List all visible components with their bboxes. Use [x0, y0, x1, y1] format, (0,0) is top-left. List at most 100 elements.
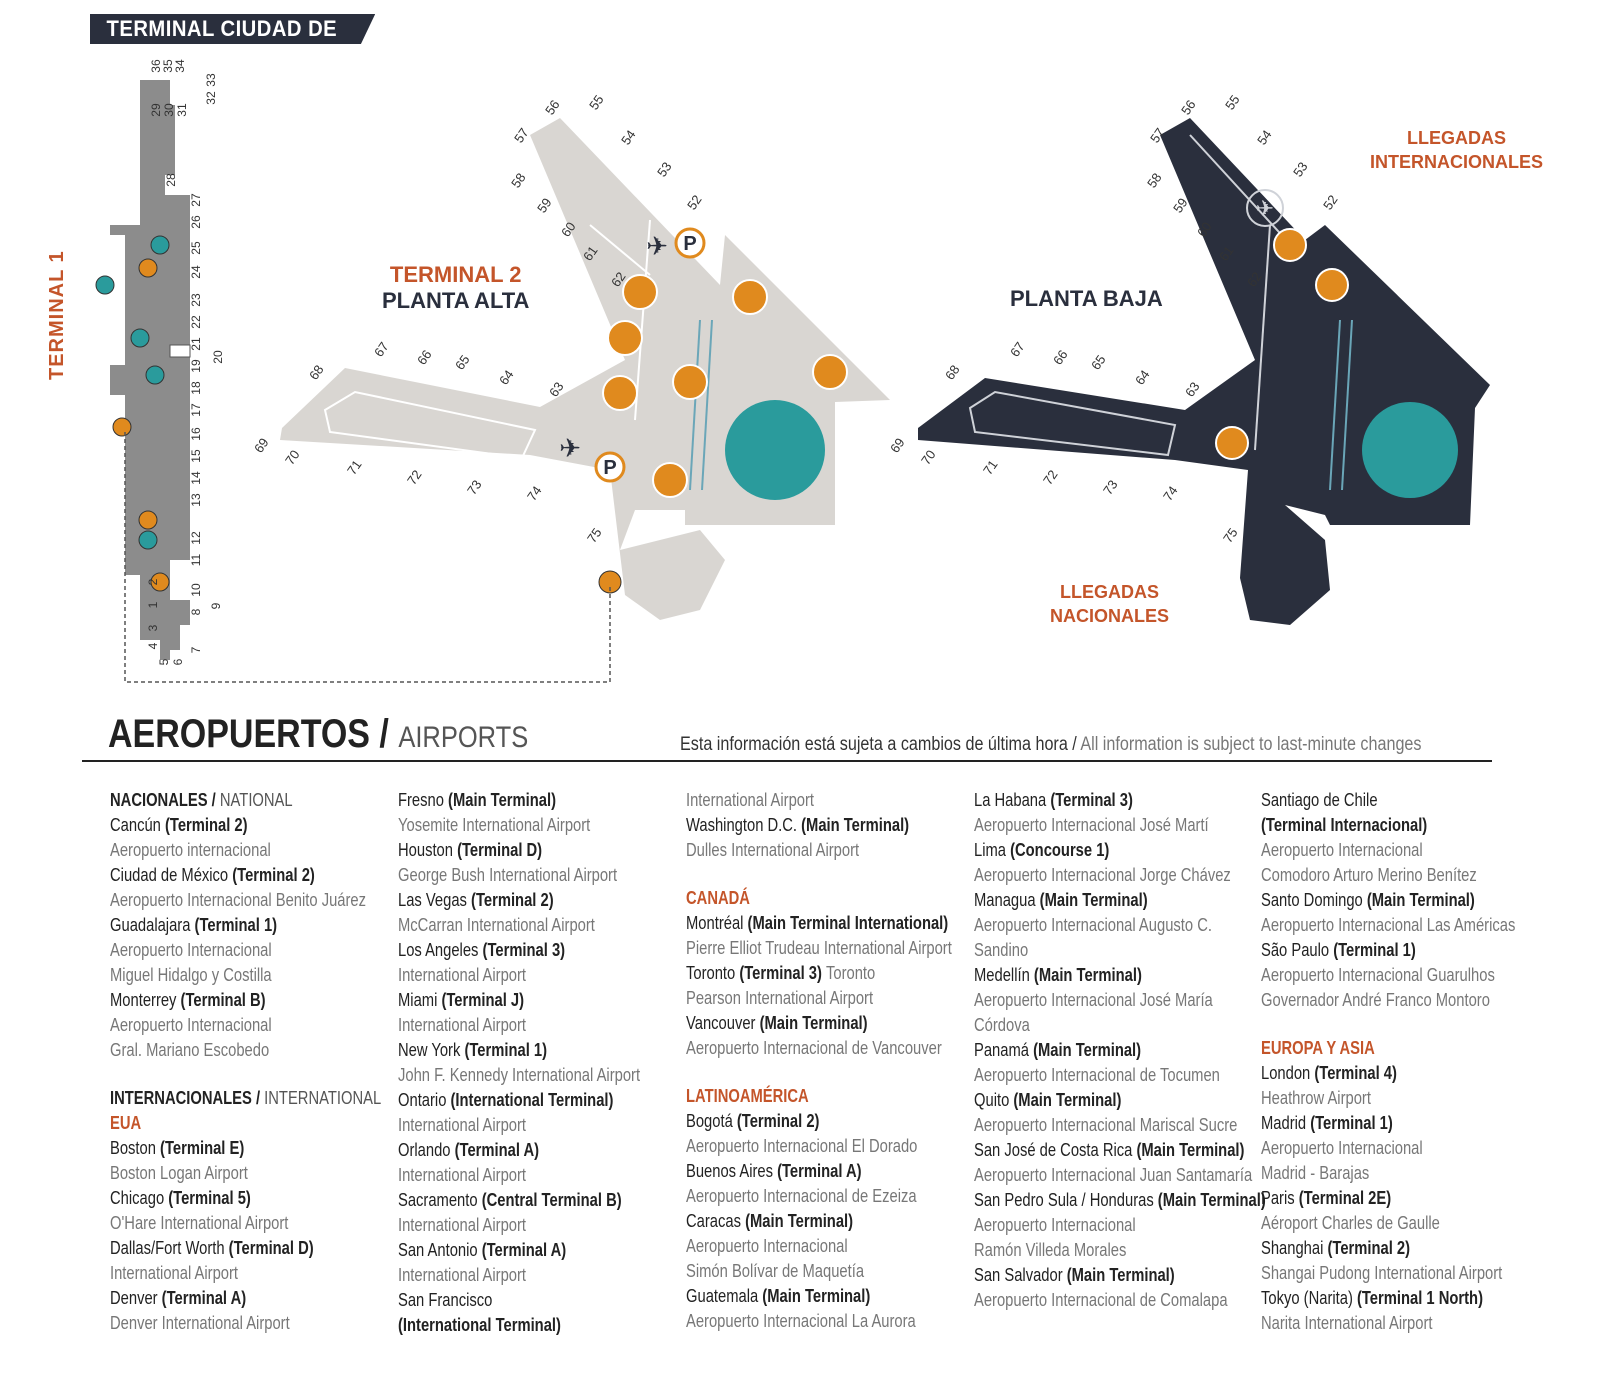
terminal-name: (Terminal 2) — [471, 890, 554, 910]
city-entry: La Habana (Terminal 3) — [974, 788, 1204, 813]
gate-label: 33 — [204, 73, 218, 87]
city-entry: Chicago (Terminal 5) — [110, 1186, 340, 1211]
service-icon — [138, 258, 158, 278]
terminal-name: (Main Terminal) — [1033, 1040, 1142, 1060]
airport-name: Yosemite International Airport — [398, 815, 591, 835]
llegadas-internacionales-label: LLEGADAS INTERNACIONALES — [1370, 126, 1543, 174]
gate-label: 68 — [942, 362, 963, 382]
city-name: Montréal — [686, 913, 748, 933]
gate-label: 34 — [173, 59, 187, 73]
parking-label: P — [683, 233, 696, 255]
airport-name: International Airport — [398, 1165, 526, 1185]
terminal-name: (Main Terminal) — [762, 1286, 871, 1306]
terminal-name: (Terminal 4) — [1314, 1063, 1397, 1083]
gate-label: 56 — [1178, 97, 1199, 117]
terminal-name: (Main Terminal) — [1366, 890, 1475, 910]
terminal-1-gate-20-notch — [169, 344, 191, 358]
airport-name: Aeropuerto Internacional — [686, 1236, 848, 1256]
gate-label: 21 — [189, 337, 203, 351]
terminal-name: (Terminal 1 North) — [1356, 1288, 1483, 1308]
service-icon — [812, 354, 848, 390]
gate-label: 72 — [404, 467, 425, 487]
city-entry: Madrid (Terminal 1) — [1261, 1111, 1491, 1136]
city-entry: Las Vegas (Terminal 2) — [398, 888, 628, 913]
terminal-name: (Main Terminal International) — [747, 913, 949, 933]
gate-label: 69 — [887, 435, 908, 455]
gate-label: 60 — [558, 219, 579, 239]
gate-label: 28 — [164, 173, 178, 187]
terminal-2-lower-icons — [1215, 228, 1349, 460]
city-entry: Houston (Terminal D) — [398, 838, 628, 863]
city-name: Lima — [974, 840, 1011, 860]
city-entry: Denver (Terminal A) — [110, 1286, 340, 1311]
terminal-name: (Terminal 3) — [482, 940, 566, 960]
city-name: Bogotá — [686, 1111, 737, 1131]
airport-column-5: Santiago de Chile(Terminal Internacional… — [1261, 788, 1541, 1336]
city-entry: (International Terminal) — [398, 1313, 628, 1338]
city-name: San Salvador — [974, 1265, 1067, 1285]
airport-name: McCarran International Airport — [398, 915, 595, 935]
terminal-2-title: TERMINAL 2 — [389, 262, 522, 287]
city-name: Fresno — [398, 790, 449, 810]
airport-name: Boston Logan Airport — [110, 1163, 248, 1183]
city-entry: Quito (Main Terminal) — [974, 1088, 1204, 1113]
gate-label: 72 — [1040, 467, 1061, 487]
terminal-2-upper-building — [280, 118, 890, 620]
city-entry: Santo Domingo (Main Terminal) — [1261, 888, 1491, 913]
terminal-name: (Terminal D) — [228, 1238, 314, 1258]
city-name: New York — [398, 1040, 465, 1060]
terminal-name: (Central Terminal B) — [481, 1190, 622, 1210]
heading-en: NATIONAL — [219, 790, 293, 810]
city-entry: Orlando (Terminal A) — [398, 1138, 628, 1163]
city-name: San Antonio — [398, 1240, 482, 1260]
service-icon — [1273, 228, 1307, 262]
plane-icon: ✈ — [646, 232, 668, 262]
gate-label: 59 — [534, 195, 555, 215]
gate-label: 62 — [1244, 269, 1265, 289]
city-name: Toronto — [686, 963, 740, 983]
city-entry: San Pedro Sula / Honduras (Main Terminal… — [974, 1188, 1266, 1213]
disclaimer-en: All information is subject to last-minut… — [1080, 734, 1422, 755]
city-entry: Buenos Aires (Terminal A) — [686, 1159, 916, 1184]
disclaimer: Esta información está sujeta a cambios d… — [680, 734, 1421, 756]
airport-name: International Airport — [398, 1215, 526, 1235]
gate-label: 15 — [189, 449, 203, 463]
airport-name: Aeropuerto Internacional Mariscal Sucre — [974, 1115, 1238, 1135]
gate-label: 20 — [211, 350, 225, 364]
gate-label: 71 — [980, 457, 1001, 477]
terminal-name: (Terminal J) — [441, 990, 525, 1010]
airport-name: John F. Kennedy International Airport — [398, 1065, 641, 1085]
list-spacer — [1261, 1013, 1491, 1036]
gate-label: 71 — [344, 457, 365, 477]
disclaimer-sep: / — [1067, 734, 1081, 755]
service-icon — [607, 320, 643, 356]
airport-name: International Airport — [398, 1115, 526, 1135]
gate-label: 52 — [684, 192, 705, 212]
gate-label: 67 — [371, 339, 392, 359]
city-name: Washington D.C. — [686, 815, 802, 835]
city-entry: Medellín (Main Terminal) — [974, 963, 1204, 988]
city-entry: London (Terminal 4) — [1261, 1061, 1491, 1086]
gate-label: 11 — [189, 553, 203, 566]
heading-es: INTERNACIONALES / — [110, 1088, 265, 1108]
city-name: Boston — [110, 1138, 161, 1158]
airport-name: Aeropuerto Internacional — [110, 1015, 272, 1035]
city-entry: (Terminal Internacional) — [1261, 813, 1491, 838]
gate-label: 31 — [175, 103, 189, 117]
terminal-name: (Main Terminal) — [1136, 1140, 1245, 1160]
airport-name: Aeropuerto Internacional de Ezeiza — [686, 1186, 917, 1206]
gate-label: 60 — [1194, 219, 1215, 239]
llegadas-nacionales-label: LLEGADAS NACIONALES — [1050, 580, 1169, 628]
city-name: Ciudad de México — [110, 865, 233, 885]
city-entry: Miami (Terminal J) — [398, 988, 628, 1013]
gate-label: 63 — [546, 379, 567, 399]
city-name: Madrid — [1261, 1113, 1311, 1133]
planta-alta-title: PLANTA ALTA — [382, 288, 530, 313]
terminal-name: (Terminal 2) — [164, 815, 248, 835]
airport-name: International Airport — [398, 1265, 526, 1285]
gate-label: 55 — [586, 92, 607, 112]
airport-name: Ramón Villeda Morales — [974, 1240, 1127, 1260]
